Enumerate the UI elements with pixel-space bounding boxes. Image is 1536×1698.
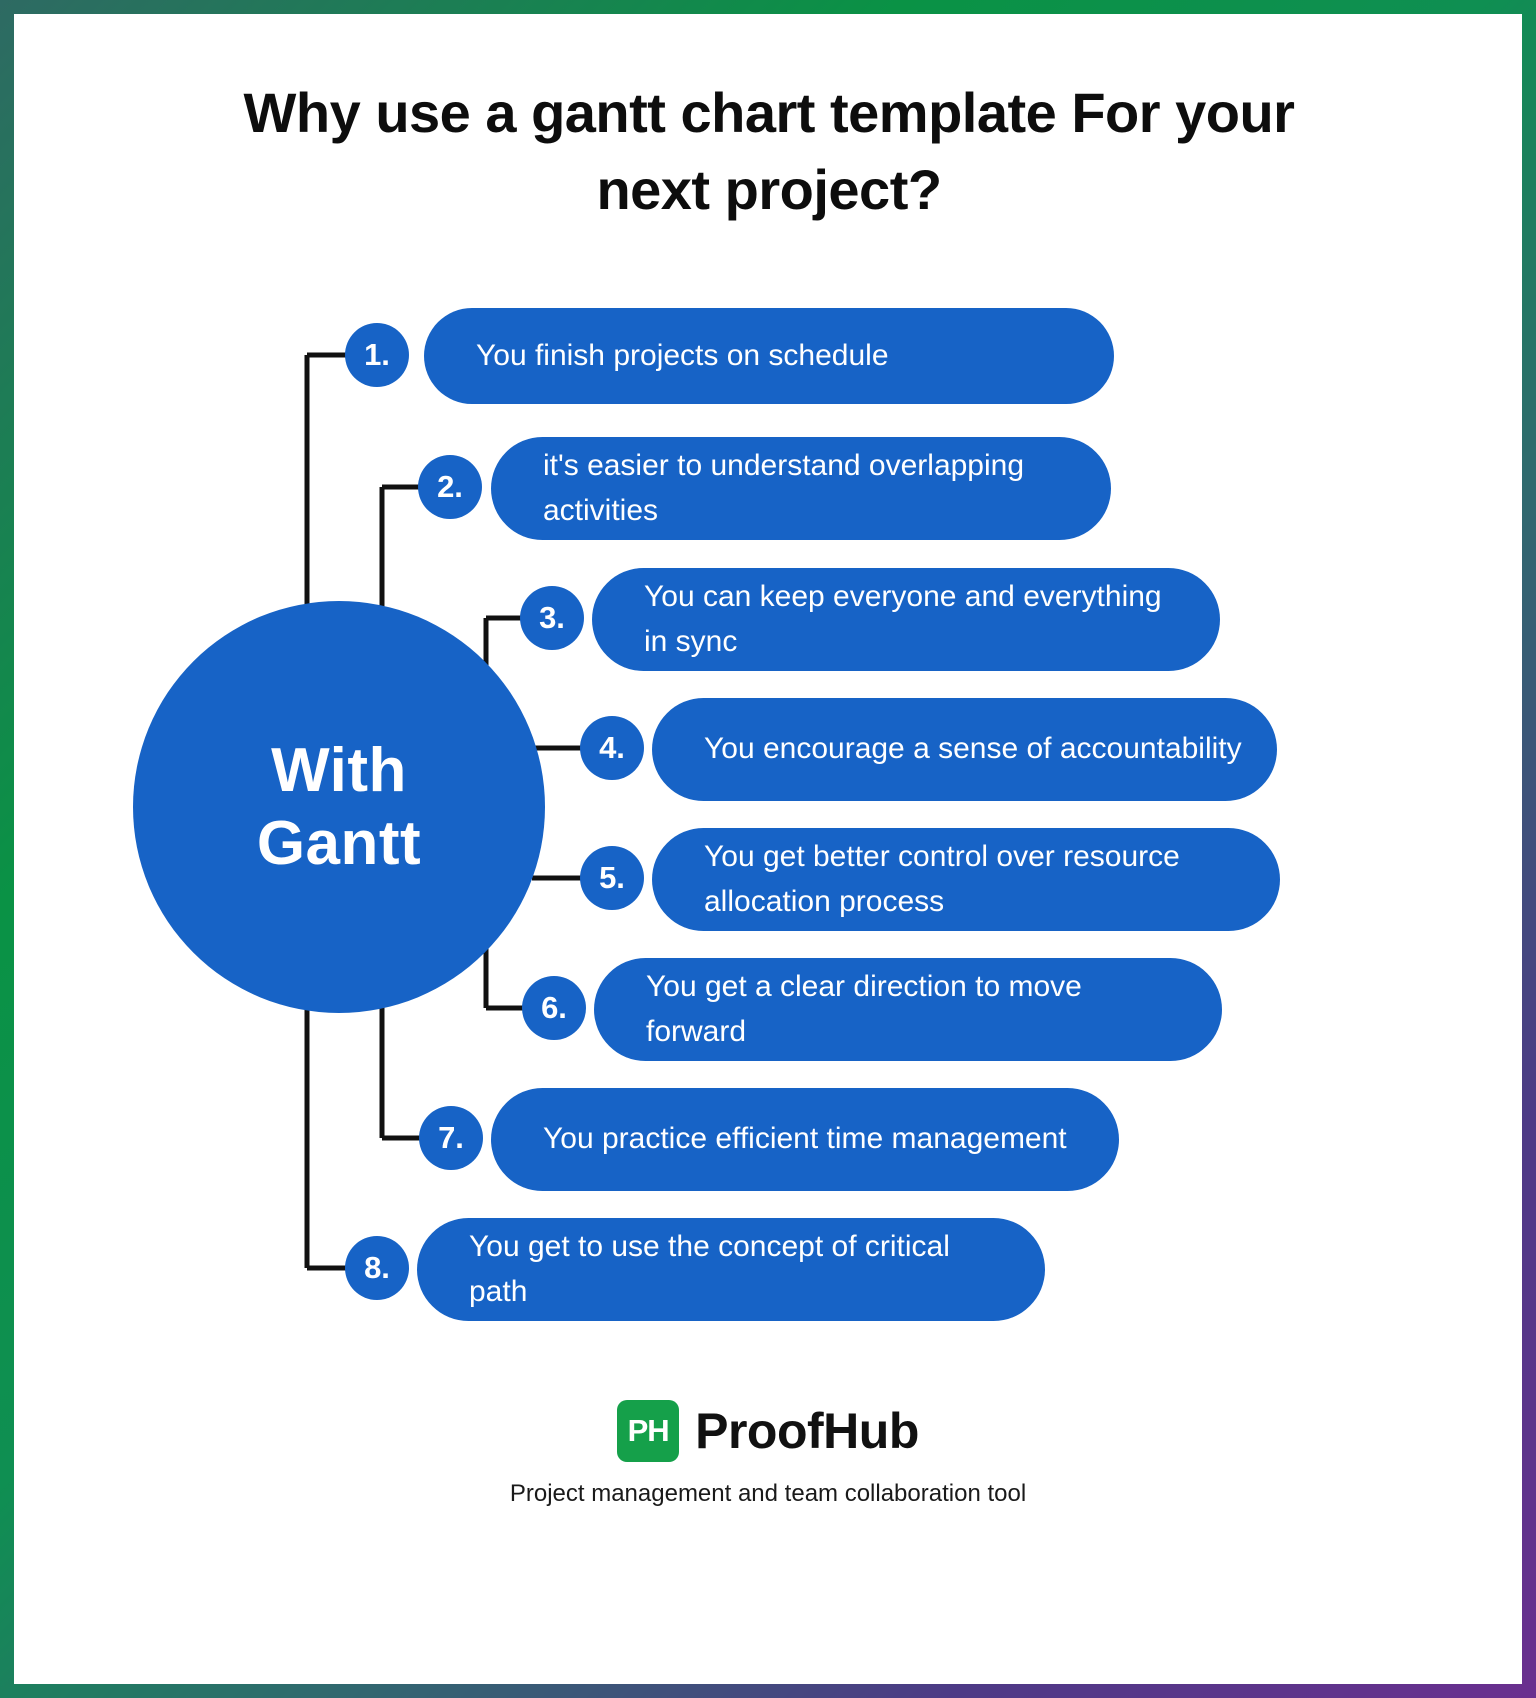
hub-label-line-2: Gantt: [256, 809, 422, 878]
hub-circle: With Gantt: [133, 601, 545, 1013]
benefit-number-2: 2.: [418, 455, 482, 519]
benefit-pill-4[interactable]: You encourage a sense of accountability: [652, 698, 1277, 801]
benefit-pill-8[interactable]: You get to use the concept of critical p…: [417, 1218, 1045, 1321]
footer-tagline: Project management and team collaboratio…: [509, 1480, 1027, 1507]
benefit-number-6: 6.: [522, 976, 586, 1040]
proofhub-logo-name: ProofHub: [695, 1403, 919, 1459]
hub-label-line-1: With: [271, 735, 407, 805]
gantt-benefits-diagram: With Gantt 1. You finish projects on sch…: [14, 14, 1522, 1684]
benefit-number-3: 3.: [520, 586, 584, 650]
benefit-pill-1[interactable]: You finish projects on schedule: [424, 308, 1114, 404]
benefit-pill-3[interactable]: You can keep everyone and everything in …: [592, 568, 1220, 671]
benefit-pill-6[interactable]: You get a clear direction to move forwar…: [594, 958, 1222, 1061]
infographic-card: Why use a gantt chart template For your …: [14, 14, 1522, 1684]
benefit-number-5: 5.: [580, 846, 644, 910]
benefit-pill-5[interactable]: You get better control over resource all…: [652, 828, 1280, 931]
benefit-number-4: 4.: [580, 716, 644, 780]
benefit-pill-2[interactable]: it's easier to understand overlapping ac…: [491, 437, 1111, 540]
benefit-number-7: 7.: [419, 1106, 483, 1170]
page-title-line-2: next project?: [596, 158, 942, 222]
proofhub-logo-mark-icon: PH: [617, 1400, 680, 1462]
benefit-number-8: 8.: [345, 1236, 409, 1300]
proofhub-logo[interactable]: PH ProofHub: [14, 1400, 1522, 1462]
page-title-line-1: Why use a gantt chart template For your: [243, 81, 1295, 144]
hub-label: With Gantt: [257, 734, 421, 880]
page-title: Why use a gantt chart template For your …: [134, 74, 1404, 229]
benefit-pill-7[interactable]: You practice efficient time management: [491, 1088, 1119, 1191]
benefit-number-1: 1.: [345, 323, 409, 387]
